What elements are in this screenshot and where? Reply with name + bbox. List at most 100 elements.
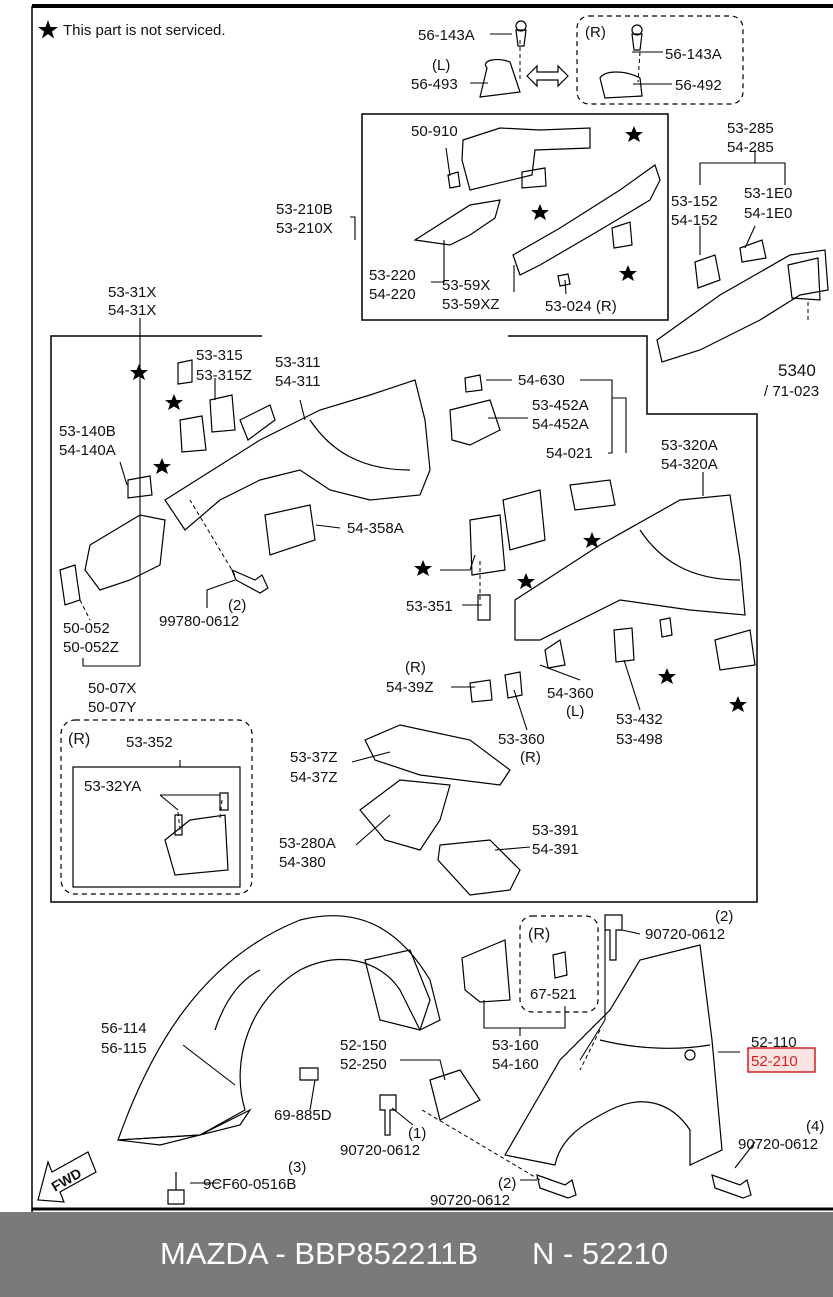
label-54-160: 54-160 (492, 1056, 539, 1073)
star-icon (153, 458, 171, 474)
label-53-285: 53-285 (727, 120, 774, 137)
label-side-l-2: (L) (566, 703, 584, 720)
label-qty-2-a: (2) (228, 597, 246, 614)
note-text: This part is not serviced. (63, 22, 226, 39)
label-53-452a: 53-452A (532, 397, 589, 414)
label-71-023: / 71-023 (764, 383, 819, 400)
label-50-052: 50-052 (63, 620, 110, 637)
label-54-39z: 54-39Z (386, 679, 434, 696)
label-53-59xz: 53-59XZ (442, 296, 500, 313)
star-icon (414, 560, 432, 576)
star-icon (625, 126, 643, 142)
star-icon (38, 20, 58, 39)
label-53-160: 53-160 (492, 1037, 539, 1054)
label-53-152: 53-152 (671, 193, 718, 210)
star-icon (729, 696, 747, 712)
label-54-021: 54-021 (546, 445, 593, 462)
label-50-052z: 50-052Z (63, 639, 119, 656)
label-54-311: 54-311 (275, 373, 321, 390)
label-50-07x: 50-07X (88, 680, 136, 697)
label-90720-0612-c: 90720-0612 (738, 1136, 818, 1153)
fender-outline (504, 944, 723, 1166)
label-53-352: 53-352 (126, 734, 173, 751)
footer-diagram-number: N - 52210 (532, 1236, 669, 1271)
label-53-220: 53-220 (369, 267, 416, 284)
label-54-37z: 54-37Z (290, 769, 338, 786)
label-53-210b: 53-210B (276, 201, 333, 218)
label-53-432: 53-432 (616, 711, 663, 728)
label-52-110: 52-110 (751, 1034, 797, 1051)
label-54-360: 54-360 (547, 685, 594, 702)
label-53-320a: 53-320A (661, 437, 718, 454)
label-53-140b: 53-140B (59, 423, 116, 440)
label-side-r-5: (R) (528, 926, 550, 943)
label-qty-1: (1) (408, 1125, 426, 1142)
label-54-452a: 54-452A (532, 416, 589, 433)
label-5340: 5340 (778, 361, 816, 380)
star-icon (619, 265, 637, 281)
label-9cf60-0516b: 9CF60-0516B (203, 1176, 296, 1193)
label-54-220: 54-220 (369, 286, 416, 303)
fwd-arrow-label: FWD (49, 1165, 85, 1195)
star-icon (517, 573, 535, 589)
star-icon (165, 394, 183, 410)
label-53-391: 53-391 (532, 822, 579, 839)
label-side-l: (L) (432, 57, 450, 74)
label-99780-0612: 99780-0612 (159, 613, 239, 630)
label-52-250: 52-250 (340, 1056, 387, 1073)
label-54-358a: 54-358A (347, 520, 404, 537)
label-side-r-3: (R) (68, 731, 90, 748)
label-side-r: (R) (585, 24, 606, 41)
label-54-31x: 54-31X (108, 302, 156, 319)
label-90720-0612-d: 90720-0612 (430, 1192, 510, 1209)
label-52-210: 52-210 (751, 1053, 798, 1070)
label-53-31x: 53-31X (108, 284, 156, 301)
label-qty-4: (4) (806, 1118, 824, 1135)
label-50-910: 50-910 (411, 123, 458, 140)
star-icon (130, 364, 148, 380)
highlight-box (747, 1047, 816, 1073)
star-icon (531, 204, 549, 220)
footer-part-number: MAZDA - BBP852211B (160, 1236, 479, 1271)
label-54-380: 54-380 (279, 854, 326, 871)
label-52-150: 52-150 (340, 1037, 387, 1054)
label-54-152: 54-152 (671, 212, 718, 229)
label-56-143a-l: 56-143A (418, 27, 475, 44)
label-53-32ya: 53-32YA (84, 778, 141, 795)
label-56-493: 56-493 (411, 76, 458, 93)
label-69-885d: 69-885D (274, 1107, 332, 1124)
label-56-114: 56-114 (101, 1020, 147, 1037)
label-53-024: 53-024 (R) (545, 298, 617, 315)
label-53-315: 53-315 (196, 347, 243, 364)
label-53-37z: 53-37Z (290, 749, 338, 766)
label-53-1e0: 53-1E0 (744, 185, 792, 202)
label-54-1e0: 54-1E0 (744, 205, 792, 222)
label-56-143a-r: 56-143A (665, 46, 722, 63)
label-54-630: 54-630 (518, 372, 565, 389)
star-icon (658, 668, 676, 684)
label-90720-0612-b: 90720-0612 (340, 1142, 420, 1159)
label-qty-2-b: (2) (715, 908, 733, 925)
label-53-280a: 53-280A (279, 835, 336, 852)
label-54-140a: 54-140A (59, 442, 116, 459)
parts-diagram: This part is not serviced. (31, 4, 833, 1212)
label-53-315z: 53-315Z (196, 367, 252, 384)
label-side-r-2: (R) (405, 659, 426, 676)
label-side-r-4: (R) (520, 749, 541, 766)
label-qty-3: (3) (288, 1159, 306, 1176)
label-67-521: 67-521 (530, 986, 577, 1003)
label-53-351: 53-351 (406, 598, 453, 615)
label-53-498: 53-498 (616, 731, 663, 748)
label-53-360: 53-360 (498, 731, 545, 748)
label-54-320a: 54-320A (661, 456, 718, 473)
label-54-391: 54-391 (532, 841, 579, 858)
label-qty-2-c: (2) (498, 1175, 516, 1192)
label-50-07y: 50-07Y (88, 699, 136, 716)
label-54-285: 54-285 (727, 139, 774, 156)
label-90720-0612-a: 90720-0612 (645, 926, 725, 943)
star-icon (583, 532, 601, 548)
footer-bar: MAZDA - BBP852211B N - 52210 (0, 1212, 833, 1297)
label-53-311: 53-311 (275, 354, 321, 371)
label-56-492: 56-492 (675, 77, 722, 94)
star-icons (130, 126, 747, 712)
